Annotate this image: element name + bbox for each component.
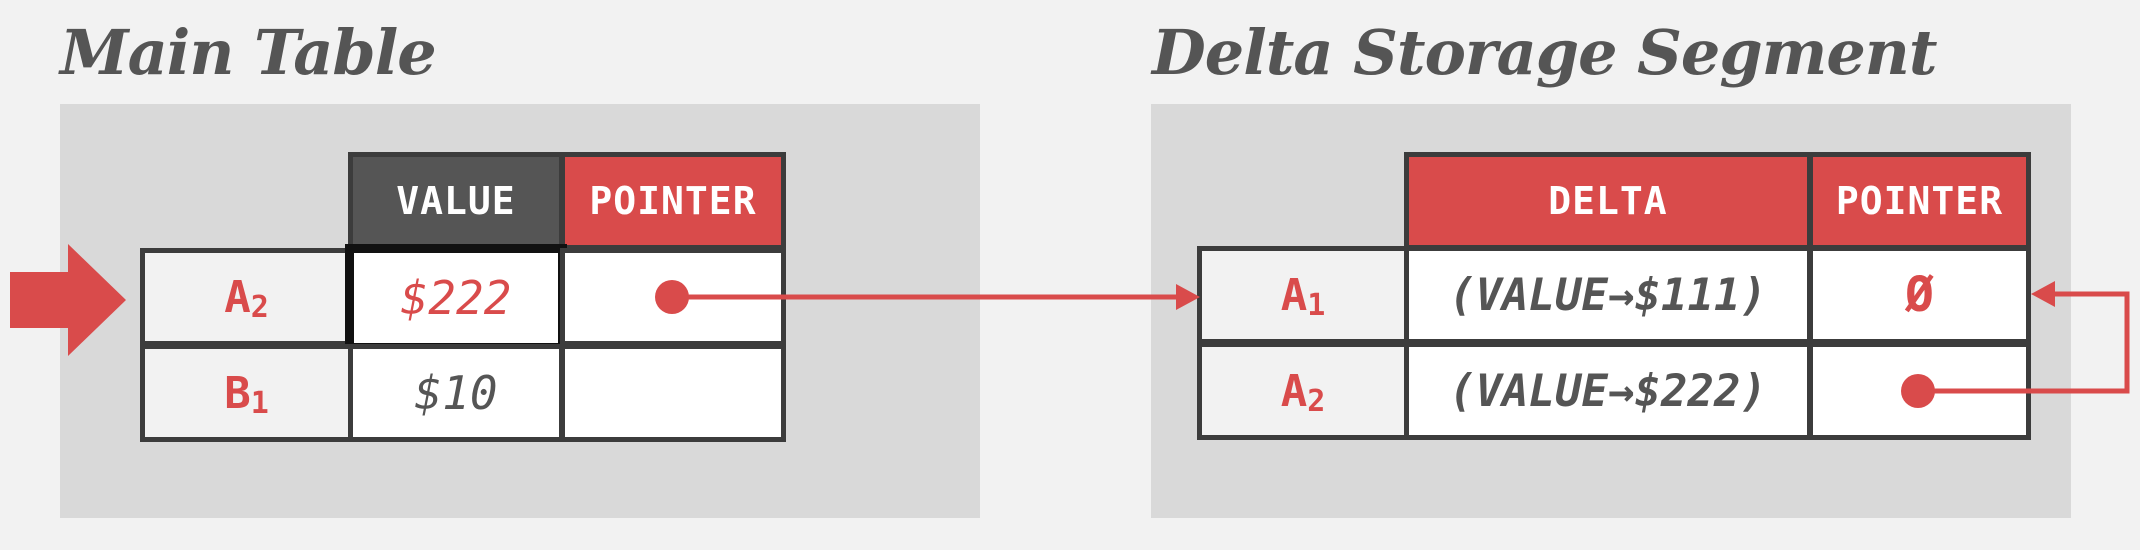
main-row-2-value: $10 (348, 344, 564, 442)
main-to-delta-arrowhead-icon (1176, 284, 1200, 310)
delta-row-1-pointer-null: Ø (1808, 246, 2031, 344)
row-indicator-arrow-icon (10, 244, 126, 356)
main-row-2-pointer (560, 344, 786, 442)
delta-to-delta-arrow-line (1918, 291, 2130, 394)
delta-header-delta: DELTA (1404, 152, 1812, 250)
main-header-pointer: POINTER (560, 152, 786, 250)
delta-to-delta-arrowhead-icon (2031, 281, 2055, 307)
delta-row-2-delta: (VALUE→$222) (1404, 342, 1812, 440)
delta-segment-title: Delta Storage Segment (1152, 16, 1937, 89)
main-header-value: VALUE (348, 152, 564, 250)
main-table-title: Main Table (60, 16, 437, 89)
delta-row-1-delta: (VALUE→$111) (1404, 246, 1812, 344)
